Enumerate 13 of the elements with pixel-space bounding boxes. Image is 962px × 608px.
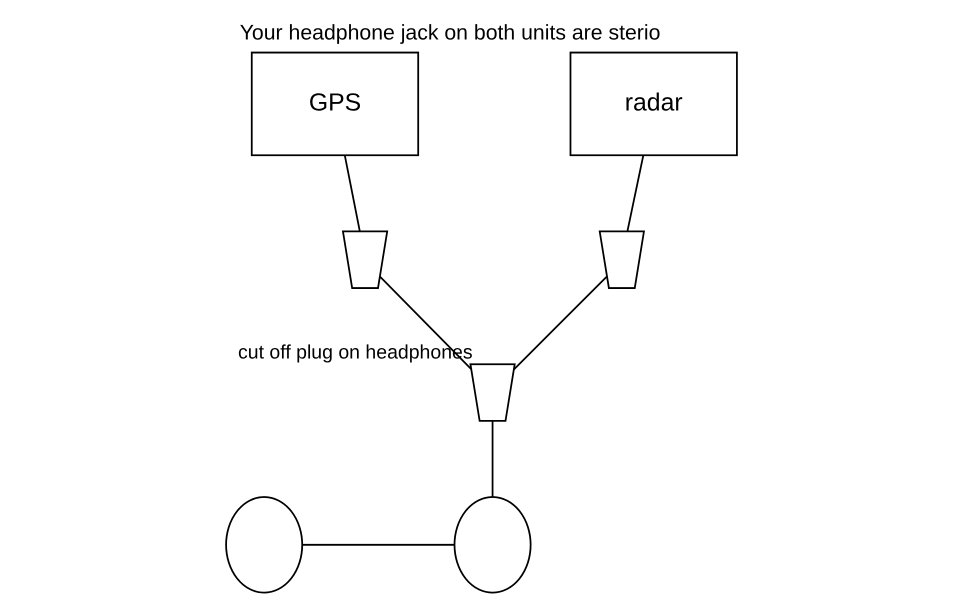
connector [626, 155, 644, 231]
connector [491, 420, 493, 497]
node-plug [468, 363, 516, 422]
diagram-title: Your headphone jack on both units are sterio [239, 20, 660, 44]
node-plug [598, 230, 644, 289]
node-plug [341, 230, 388, 289]
connector [512, 276, 607, 370]
node-box: radar [569, 52, 738, 156]
node-circle [453, 496, 532, 594]
node-circle [224, 496, 303, 594]
connector [302, 544, 454, 546]
connector [343, 155, 360, 231]
node-box: GPS [250, 52, 419, 156]
